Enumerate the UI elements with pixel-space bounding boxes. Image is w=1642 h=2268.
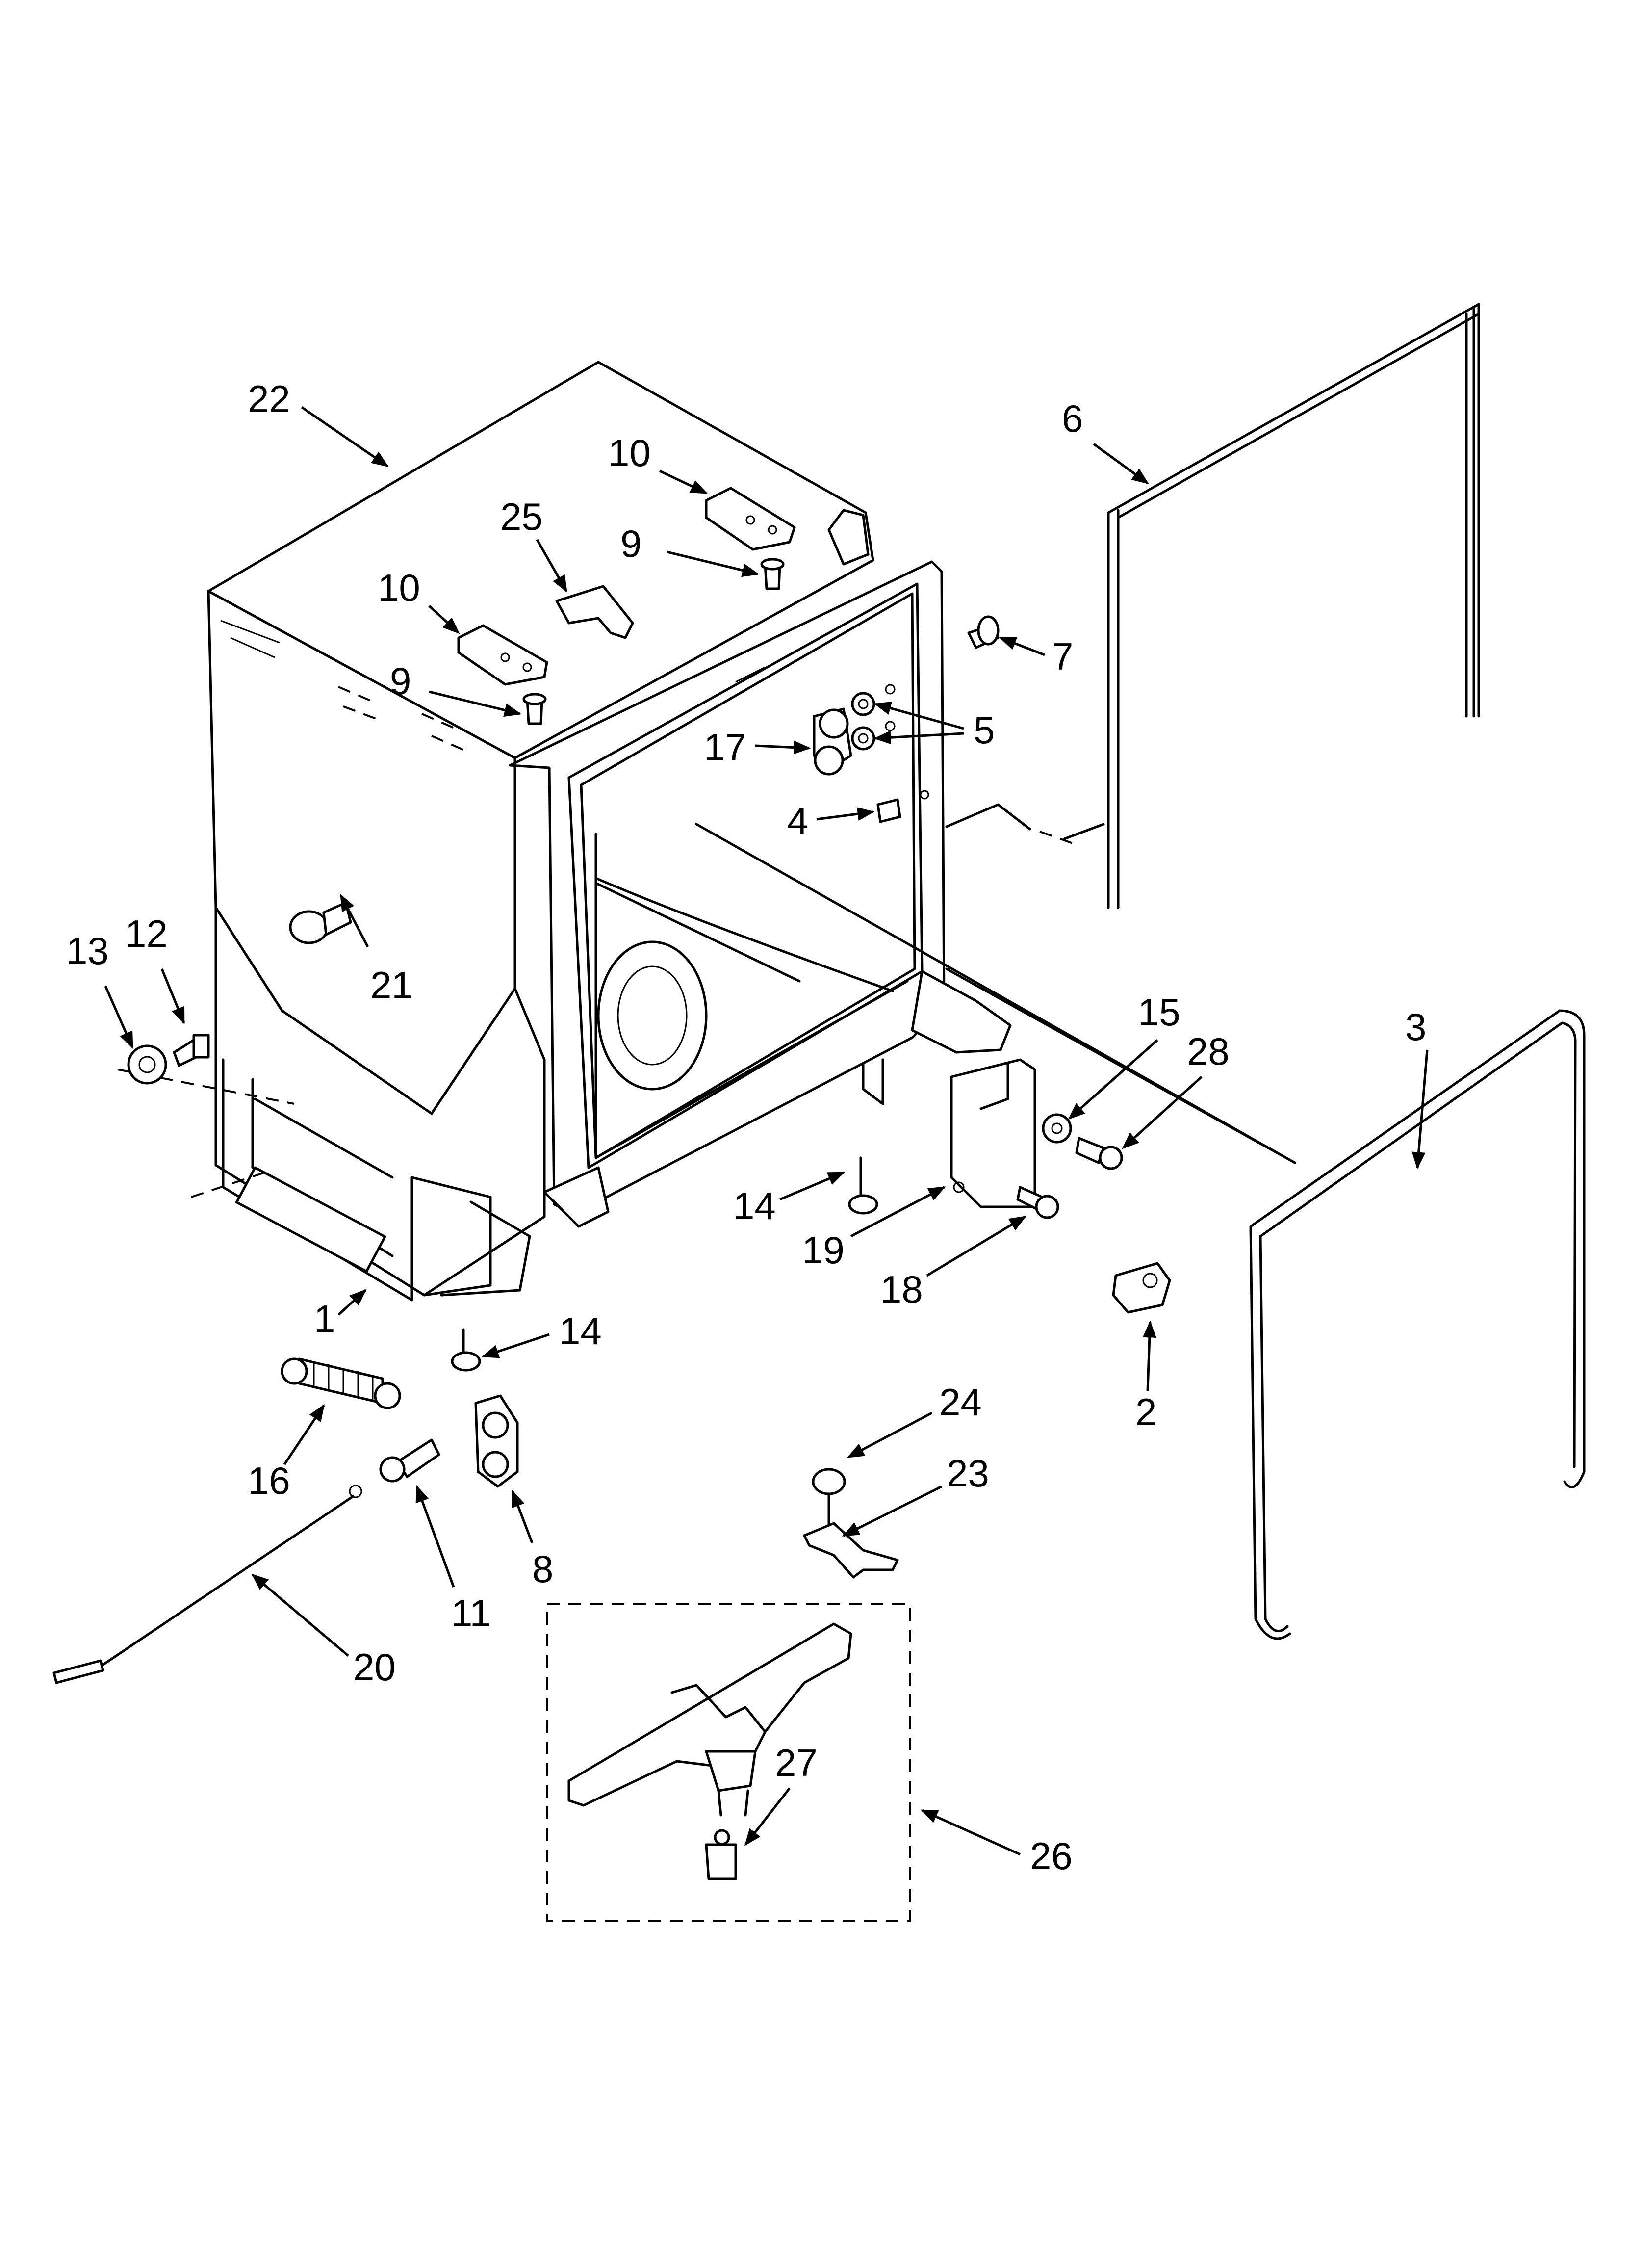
leader-10b: [428, 605, 460, 634]
washer-15: [1042, 1113, 1072, 1144]
leader-18: [926, 1215, 1027, 1277]
callout-24: 24: [939, 1381, 982, 1424]
clip-25: [555, 585, 634, 639]
cable-pulley-8: [474, 1394, 519, 1488]
leader-24: [847, 1411, 933, 1459]
callout-18: 18: [880, 1268, 923, 1311]
callout-9a: 9: [620, 522, 641, 565]
washers-5: [851, 684, 896, 751]
leader-27: [744, 1787, 791, 1846]
screw-7: [967, 615, 1000, 649]
leader-16: [283, 1404, 325, 1465]
callout-22: 22: [248, 377, 290, 420]
callout-20: 20: [353, 1645, 396, 1689]
callout-7: 7: [1052, 635, 1073, 678]
leader-20: [251, 1573, 349, 1657]
leader-5a: [873, 701, 964, 730]
callout-3: 3: [1405, 1005, 1426, 1048]
callout-1: 1: [314, 1297, 335, 1340]
screw-11: [379, 1438, 440, 1483]
leveling-leg-14b: [451, 1328, 481, 1372]
screw-28: [1075, 1137, 1123, 1170]
gasket-6: [1107, 303, 1480, 909]
gasket-3: [1249, 1009, 1586, 1640]
callout-4: 4: [787, 799, 808, 842]
screw-18: [1016, 1186, 1059, 1219]
plug-4: [876, 790, 929, 823]
leader-2: [1142, 1320, 1156, 1391]
spring-16: [281, 1357, 401, 1409]
leader-6: [1093, 443, 1149, 485]
screw-12: [173, 1034, 210, 1067]
callout-15: 15: [1138, 991, 1180, 1034]
callout-19: 19: [802, 1228, 845, 1272]
valve-27: [705, 1829, 737, 1880]
leader-28: [1122, 1076, 1203, 1149]
callout-5: 5: [974, 708, 995, 752]
leader-4: [816, 807, 875, 821]
callout-16: 16: [248, 1459, 290, 1502]
switch-24: [812, 1468, 846, 1527]
callout-28: 28: [1187, 1030, 1230, 1073]
leader-22: [301, 406, 389, 468]
callout-14b: 14: [559, 1309, 602, 1353]
callout-13: 13: [66, 929, 109, 972]
callout-6: 6: [1062, 397, 1083, 440]
leader-23: [842, 1485, 943, 1537]
callout-12: 12: [125, 912, 168, 955]
callout-17: 17: [704, 726, 746, 769]
bracket-23: [803, 1522, 899, 1579]
screw-9b: [522, 693, 547, 725]
leader-5b: [873, 730, 964, 745]
hinge-bracket-left: [457, 624, 548, 686]
callout-27: 27: [775, 1741, 818, 1784]
leveling-leg-14a: [848, 1156, 878, 1215]
callout-25: 25: [500, 495, 543, 538]
callout-10b: 10: [378, 566, 420, 609]
assembly-26-box: [546, 1603, 911, 1922]
leader-14a: [779, 1171, 846, 1201]
pulley-17: [813, 707, 852, 776]
callout-8: 8: [532, 1547, 553, 1590]
screw-9a: [760, 558, 785, 590]
leader-8: [511, 1489, 534, 1543]
leader-19: [850, 1186, 946, 1238]
leader-7: [999, 636, 1045, 656]
callout-9b: 9: [390, 659, 411, 703]
nut-13: [127, 1044, 167, 1085]
leader-1: [337, 1289, 367, 1316]
leader-26: [920, 1809, 1021, 1856]
leader-9a: [667, 550, 760, 577]
leader-11: [415, 1485, 455, 1588]
leader-21: [339, 893, 369, 948]
leader-12: [160, 968, 185, 1025]
clip-2: [1112, 1262, 1171, 1314]
callout-14a: 14: [733, 1184, 776, 1227]
leader-25: [536, 539, 568, 593]
leader-17: [755, 740, 811, 755]
leader-10a: [659, 469, 708, 495]
callouts: 22 10 25 9 10 9 7 5 17 4 6 21 13 12 15 2…: [66, 377, 1429, 1877]
leader-14b: [481, 1333, 550, 1358]
callout-23: 23: [947, 1452, 989, 1495]
cable-20: [52, 1485, 362, 1684]
callout-10a: 10: [608, 431, 651, 474]
leader-3: [1411, 1049, 1429, 1170]
callout-21: 21: [370, 964, 413, 1007]
callout-26: 26: [1030, 1834, 1073, 1877]
callout-2: 2: [1135, 1390, 1156, 1434]
callout-11: 11: [451, 1591, 491, 1635]
bracket-19: [950, 1058, 1036, 1208]
hinge-bracket-right: [705, 487, 796, 551]
leader-13: [104, 985, 134, 1049]
leader-9b: [429, 690, 522, 717]
leader-15: [1068, 1039, 1158, 1120]
